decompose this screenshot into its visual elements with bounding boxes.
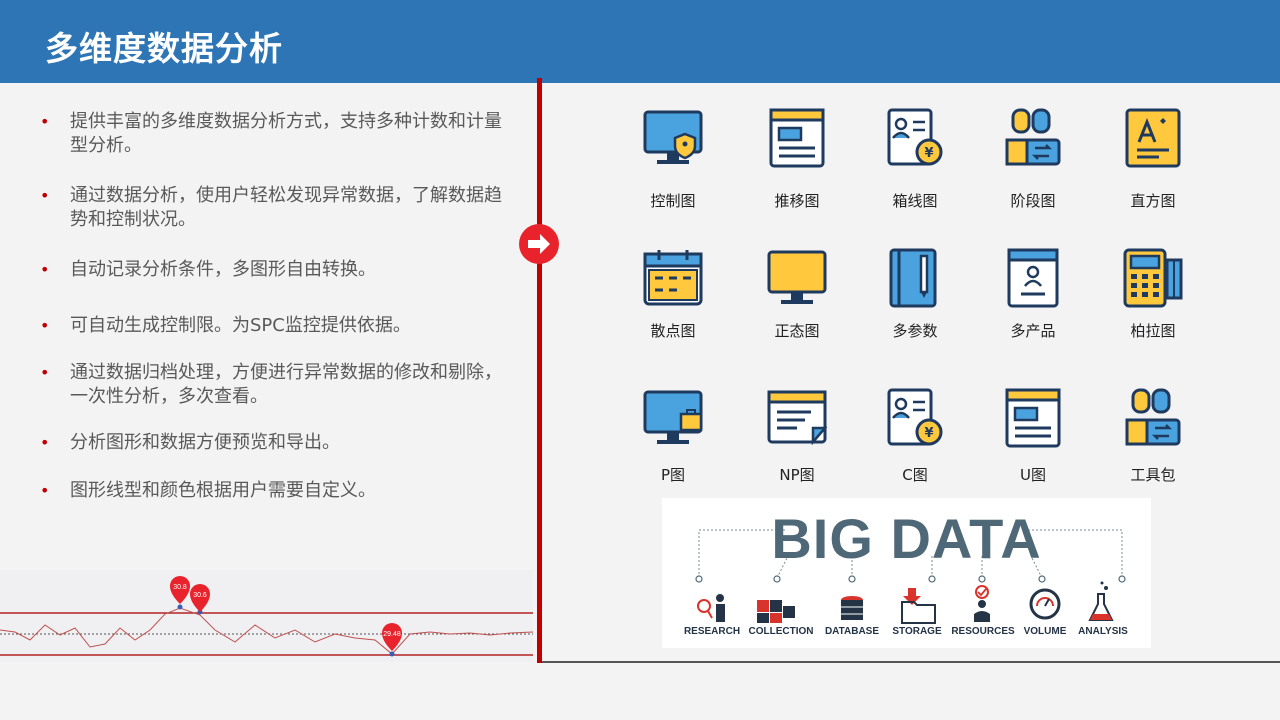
feature-list: • 提供丰富的多维度数据分析方式，支持多种计数和计量型分析。 • 通过数据分析，… [40, 110, 510, 519]
icon-label: 工具包 [1130, 466, 1176, 484]
big-data-label-collection: COLLECTION [748, 626, 814, 637]
icon-label: U图 [1020, 466, 1046, 484]
bullet-dot: • [40, 363, 50, 382]
bullet-dot: • [40, 260, 50, 279]
storage-icon [901, 588, 936, 624]
bullet-dot: • [40, 186, 50, 205]
icon-tile-u-chart[interactable]: U图 [983, 388, 1083, 498]
feature-item: • 自动记录分析条件，多图形自由转换。 [40, 259, 376, 280]
big-data-connectors [695, 529, 1126, 624]
big-data-title: BIG DATA [771, 507, 1042, 570]
icon-label: 箱线图 [892, 192, 938, 210]
icon-label: 多参数 [892, 322, 938, 340]
notebook-pen-icon [889, 248, 937, 308]
icon-label: 正态图 [774, 322, 820, 340]
data-point [389, 651, 395, 657]
icon-label: 阶段图 [1010, 192, 1056, 210]
database-icon [841, 596, 863, 620]
analysis-icon [1088, 581, 1114, 621]
point-marker: 30.6 [190, 584, 210, 612]
browser-window-icon [1005, 388, 1061, 448]
arrow-right-button[interactable] [519, 224, 559, 264]
icon-label: P图 [660, 466, 686, 484]
icon-tile-trend-chart[interactable]: 推移图 [747, 108, 847, 218]
data-point [177, 604, 183, 610]
feature-item: • 分析图形和数据方便预览和导出。 [40, 432, 340, 453]
feature-item: • 图形线型和颜色根据用户需要自定义。 [40, 480, 376, 501]
icon-label: 多产品 [1010, 322, 1056, 340]
icon-tile-scatter[interactable]: 散点图 [623, 248, 723, 358]
point-label: 30.8 [173, 584, 187, 591]
volume-icon [1029, 588, 1061, 620]
document-edit-icon [1125, 108, 1181, 168]
document-window-icon [767, 390, 827, 446]
icon-label: C图 [902, 466, 928, 484]
icon-label: 散点图 [650, 322, 696, 340]
icon-tile-histogram[interactable]: 直方图 [1103, 108, 1203, 218]
feature-item: • 通过数据分析，使用户轻松发现异常数据，了解数据趋势和控制状况。 [40, 185, 502, 230]
id-card-coin-icon: ¥ [887, 108, 943, 166]
feature-item: • 提供丰富的多维度数据分析方式，支持多种计数和计量型分析。 [40, 111, 502, 156]
pos-terminal-icon [1123, 248, 1183, 308]
icon-tile-p-chart[interactable]: P图 [623, 388, 723, 498]
bullet-dot: • [40, 433, 50, 452]
icon-tile-c-chart[interactable]: ¥ C图 [865, 388, 965, 498]
big-data-label-resources: RESOURCES [951, 626, 1015, 637]
bullet-dot: • [40, 316, 50, 335]
browser-window-icon [769, 108, 825, 168]
icon-tile-boxplot[interactable]: ¥ 箱线图 [865, 108, 965, 218]
monitor-shield-icon [643, 110, 703, 164]
icon-label: 推移图 [774, 192, 820, 210]
bullet-dot: • [40, 481, 50, 500]
collection-icon [757, 600, 795, 623]
feature-item: • 通过数据归档处理，方便进行异常数据的修改和剔除，一次性分析，多次查看。 [40, 362, 502, 407]
page-title: 多维度数据分析 [45, 29, 283, 68]
svg-text:¥: ¥ [924, 146, 933, 161]
point-marker: 29.48 [382, 623, 402, 651]
monitor-briefcase-icon [643, 390, 703, 444]
icon-tile-multi-product[interactable]: 多产品 [983, 248, 1083, 358]
big-data-label-analysis: ANALYSIS [1078, 626, 1128, 637]
point-marker: 30.8 [170, 576, 190, 604]
icon-tile-normal-chart[interactable]: 正态图 [747, 248, 847, 358]
user-card-transfer-icon [1125, 388, 1181, 446]
big-data-label-volume: VOLUME [1023, 626, 1067, 637]
feature-item: • 可自动生成控制限。为SPC监控提供依据。 [40, 315, 411, 336]
id-badge-icon [1007, 248, 1059, 308]
control-chart-thumbnail: 30.8 30.6 29.48 [0, 570, 534, 662]
big-data-label-storage: STORAGE [892, 626, 942, 637]
header-bar: 多维度数据分析 [0, 0, 1280, 83]
big-data-banner: BIG DATA RESEARCH COLLECTION DATABASE ST… [662, 498, 1151, 648]
icon-tile-control-chart[interactable]: 控制图 [623, 108, 723, 218]
resources-icon [974, 585, 990, 622]
svg-text:¥: ¥ [924, 426, 933, 441]
id-card-coin-icon: ¥ [887, 388, 943, 446]
icon-label: 控制图 [650, 192, 696, 210]
point-label: 30.6 [193, 592, 207, 599]
big-data-label-database: DATABASE [824, 626, 880, 637]
icon-tile-stage-chart[interactable]: 阶段图 [983, 108, 1083, 218]
data-series-line [0, 607, 534, 655]
footer-area [0, 663, 1280, 720]
bottom-rule [542, 661, 1280, 663]
icon-label: NP图 [779, 466, 815, 484]
icon-tile-multi-parameter[interactable]: 多参数 [865, 248, 965, 358]
left-panel [0, 83, 537, 663]
research-icon [697, 594, 725, 622]
control-chart-svg: 30.8 30.6 29.48 [0, 576, 534, 657]
point-label: 29.48 [383, 631, 401, 638]
bullet-dot: • [40, 112, 50, 131]
icon-tile-toolkit[interactable]: 工具包 [1103, 388, 1203, 498]
icon-label: 直方图 [1130, 192, 1176, 210]
icon-tile-pareto[interactable]: 柏拉图 [1103, 248, 1203, 358]
user-card-transfer-icon [1005, 108, 1061, 166]
arrow-right-icon [528, 234, 550, 254]
icon-tile-np-chart[interactable]: NP图 [747, 388, 847, 498]
icon-label: 柏拉图 [1130, 322, 1176, 340]
vertical-divider [537, 78, 542, 663]
calendar-icon [643, 250, 703, 306]
big-data-label-research: RESEARCH [683, 626, 741, 637]
monitor-icon [767, 250, 827, 304]
